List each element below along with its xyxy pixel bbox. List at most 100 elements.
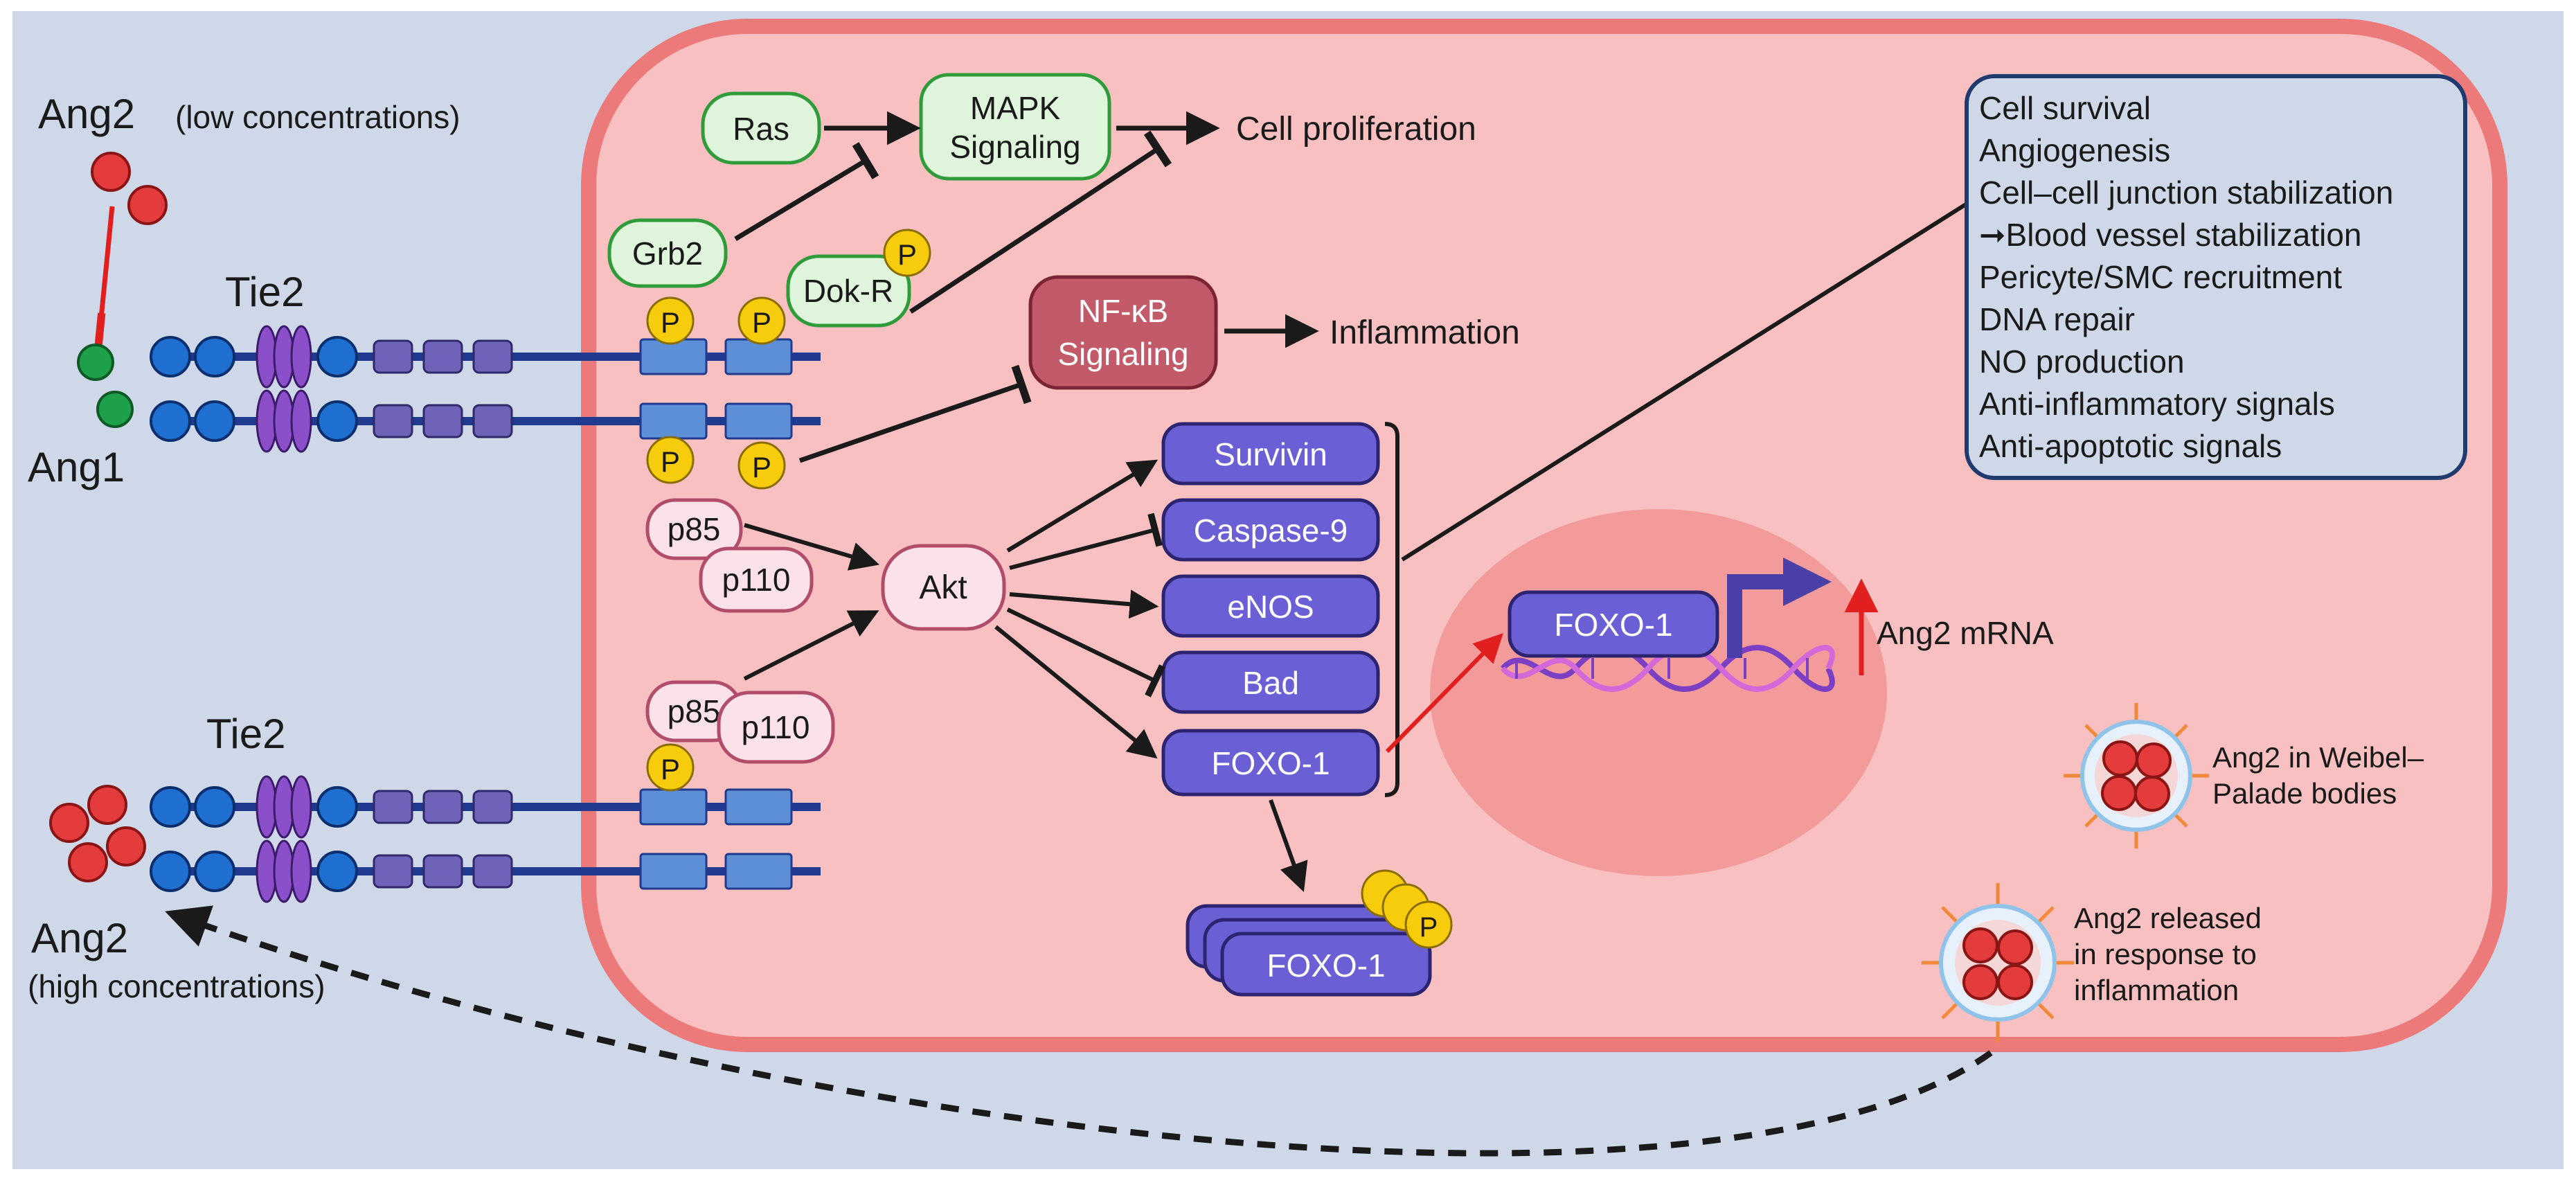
effect-item: ➞Blood vessel stabilization (1979, 217, 2362, 253)
svg-text:p85: p85 (668, 693, 721, 729)
tie2-bottom-label: Tie2 (206, 711, 286, 757)
svg-text:Akt: Akt (919, 569, 967, 606)
enos-node: eNOS (1161, 574, 1380, 638)
svg-text:FOXO-1: FOXO-1 (1211, 745, 1330, 781)
effect-item: Angiogenesis (1979, 132, 2170, 168)
svg-text:Grb2: Grb2 (632, 235, 703, 272)
foxo1-nucleus-node: FOXO-1 (1508, 590, 1719, 658)
akt-node: Akt (881, 544, 1006, 631)
weibel-palade-body-1 (2064, 703, 2209, 848)
ras-node: Ras (701, 91, 821, 165)
tie2-top-label: Tie2 (225, 269, 305, 315)
svg-text:Signaling: Signaling (1057, 336, 1188, 372)
svg-text:p110: p110 (722, 562, 791, 598)
released-label-line2: in response to (2074, 938, 2257, 970)
effect-item: Cell survival (1979, 90, 2151, 126)
svg-text:MAPK: MAPK (970, 90, 1061, 126)
phospho-bottom: P (646, 743, 695, 792)
dokr-inhibits-proliferation-line (909, 130, 1172, 314)
survivin-node: Survivin (1161, 422, 1380, 486)
ang2-inhibits-ang1-line (93, 206, 115, 353)
released-label-line3: inflammation (2074, 974, 2239, 1006)
bracket-to-effects-line (1401, 197, 1975, 562)
svg-text:NF-κB: NF-κB (1078, 293, 1168, 329)
cell-proliferation-label: Cell proliferation (1236, 111, 1476, 148)
svg-text:P: P (661, 753, 680, 785)
effect-item: Cell–cell junction stabilization (1979, 175, 2393, 211)
akt-to-enos-arrow (1009, 589, 1159, 619)
ang2-mrna-label: Ang2 mRNA (1877, 615, 2054, 651)
bad-node: Bad (1161, 650, 1380, 714)
svg-text:FOXO-1: FOXO-1 (1554, 607, 1672, 643)
ang2-high-label: Ang2 (31, 915, 128, 961)
inflammation-label: Inflammation (1330, 314, 1520, 351)
weibel-palade-body-2 (1922, 883, 2074, 1042)
akt-to-survivin-arrow (1006, 459, 1159, 553)
phospho-top-4: P (737, 441, 786, 490)
svg-text:Survivin: Survivin (1214, 436, 1327, 472)
ang2-low-molecule (91, 152, 168, 225)
dokr-node: Dok-R (786, 254, 911, 328)
akt-inhibits-caspase9-line (1009, 513, 1163, 570)
released-label-line1: Ang2 released (2074, 902, 2262, 934)
foxo1-to-stack-arrow (1269, 799, 1308, 892)
phospho-top-1: P (646, 296, 695, 345)
phospho-dokr: P (883, 229, 931, 277)
svg-text:FOXO-1: FOXO-1 (1267, 948, 1385, 984)
p85-top-node: p85 (645, 498, 743, 560)
ang2-low-label: Ang2 (38, 91, 135, 137)
svg-text:Caspase-9: Caspase-9 (1194, 513, 1348, 549)
foxo1-stack-phospho: P (1361, 869, 1453, 949)
ang2-low-paren-label: (low concentrations) (175, 99, 460, 135)
svg-text:P: P (661, 306, 680, 339)
tie2-receptor-top (150, 325, 821, 453)
svg-text:p85: p85 (668, 511, 721, 547)
targets-bracket (1384, 422, 1399, 797)
caspase9-node: Caspase-9 (1161, 498, 1380, 562)
effect-item: Pericyte/SMC recruitment (1979, 259, 2342, 295)
foxo1-stack: FOXO-1 (1186, 904, 1432, 997)
p110-top-node: p110 (699, 546, 814, 613)
grb2-to-mapk-arrow (734, 142, 879, 241)
akt-inhibits-bad-line (1006, 607, 1165, 697)
phospho-top-3: P (646, 436, 695, 484)
effects-box: Cell survival Angiogenesis Cell–cell jun… (1965, 74, 2467, 480)
p110-bottom-node: p110 (717, 691, 835, 764)
ang2-high-molecules (49, 785, 146, 882)
svg-text:Signaling: Signaling (949, 129, 1080, 165)
effect-item: Anti-inflammatory signals (1979, 386, 2335, 422)
foxo1-to-nucleus-arrow (1385, 633, 1503, 754)
wpb-label-line1: Ang2 in Weibel– (2212, 741, 2424, 774)
transcription-start-arrow (1727, 558, 1832, 658)
mapk-node: MAPK Signaling (919, 73, 1111, 181)
tie2-receptor-bottom (150, 775, 821, 903)
foxo1-node: FOXO-1 (1161, 729, 1380, 797)
effect-item: Anti-apoptotic signals (1979, 428, 2282, 464)
svg-text:P: P (897, 238, 917, 271)
svg-text:P: P (1420, 912, 1438, 943)
ang1-molecule (77, 344, 134, 428)
phospho-top-2: P (737, 296, 786, 345)
svg-text:P: P (661, 445, 680, 478)
nfkb-node: NF-κB Signaling (1028, 275, 1218, 390)
akt-to-foxo1-arrow (994, 625, 1158, 759)
tie2-inhibits-nfkb-line (798, 364, 1032, 463)
p85-bottom-to-akt-arrow (743, 610, 879, 681)
svg-text:p110: p110 (742, 709, 810, 745)
ang2-high-paren-label: (high concentrations) (28, 968, 325, 1004)
effect-item: DNA repair (1979, 301, 2135, 337)
effect-item: NO production (1979, 344, 2185, 380)
nucleus (1430, 509, 1887, 876)
grb2-node: Grb2 (607, 218, 728, 288)
svg-text:P: P (752, 451, 771, 483)
ang2-release-dashed-arrow (165, 905, 1993, 1157)
ang1-label: Ang1 (28, 444, 125, 490)
svg-text:Ras: Ras (733, 111, 789, 147)
p85-to-akt-arrow (744, 523, 880, 571)
svg-text:Bad: Bad (1242, 665, 1299, 701)
svg-text:eNOS: eNOS (1227, 589, 1314, 625)
svg-text:P: P (752, 306, 771, 339)
svg-text:Dok-R: Dok-R (803, 273, 893, 309)
wpb-label-line2: Palade bodies (2212, 777, 2397, 810)
